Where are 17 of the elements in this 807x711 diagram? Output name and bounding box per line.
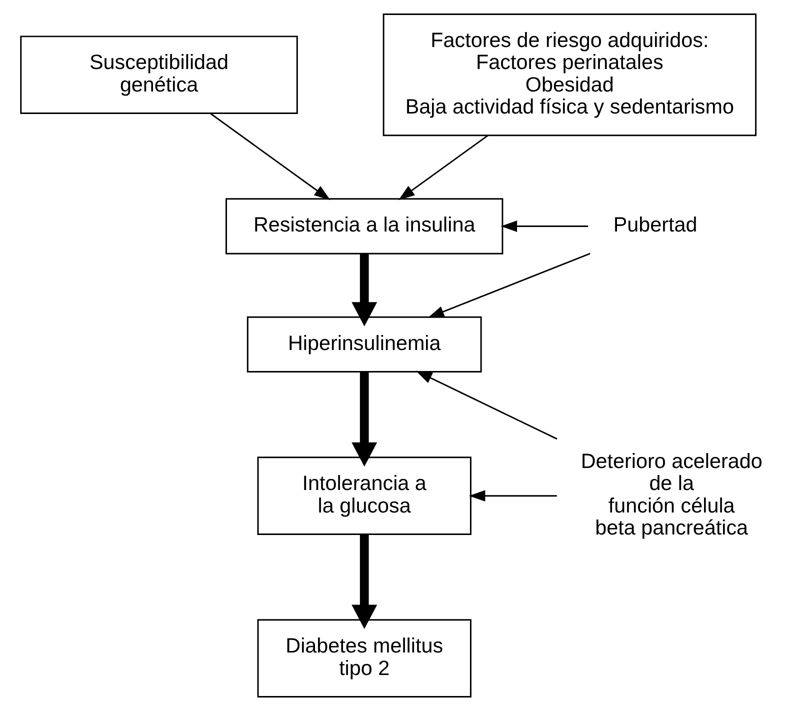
node-box: Factores de riesgo adquiridos: Factores perinatales Obesidad Baja actividad física y sedentarismo [382,14,757,136]
arrow [210,112,330,200]
arrow [468,490,557,502]
node-box: Susceptibilidad genética [20,36,298,114]
arrow [416,370,558,440]
arrow [500,220,588,232]
arrow [398,134,488,200]
node-box: Hiperinsulinemia [246,316,482,372]
arrow [352,372,378,467]
arrow [428,252,590,318]
arrow [352,534,378,630]
node-box: Resistencia a la insulina [226,198,504,254]
node-box: Diabetes mellitus tipo 2 [257,619,472,698]
node-box: Intolerancia a la glucosa [257,456,472,535]
arrow [352,254,378,326]
node-text: Deterioro acelerado de la función célula beta pancreática [580,450,762,540]
node-text: Pubertad [613,214,698,237]
